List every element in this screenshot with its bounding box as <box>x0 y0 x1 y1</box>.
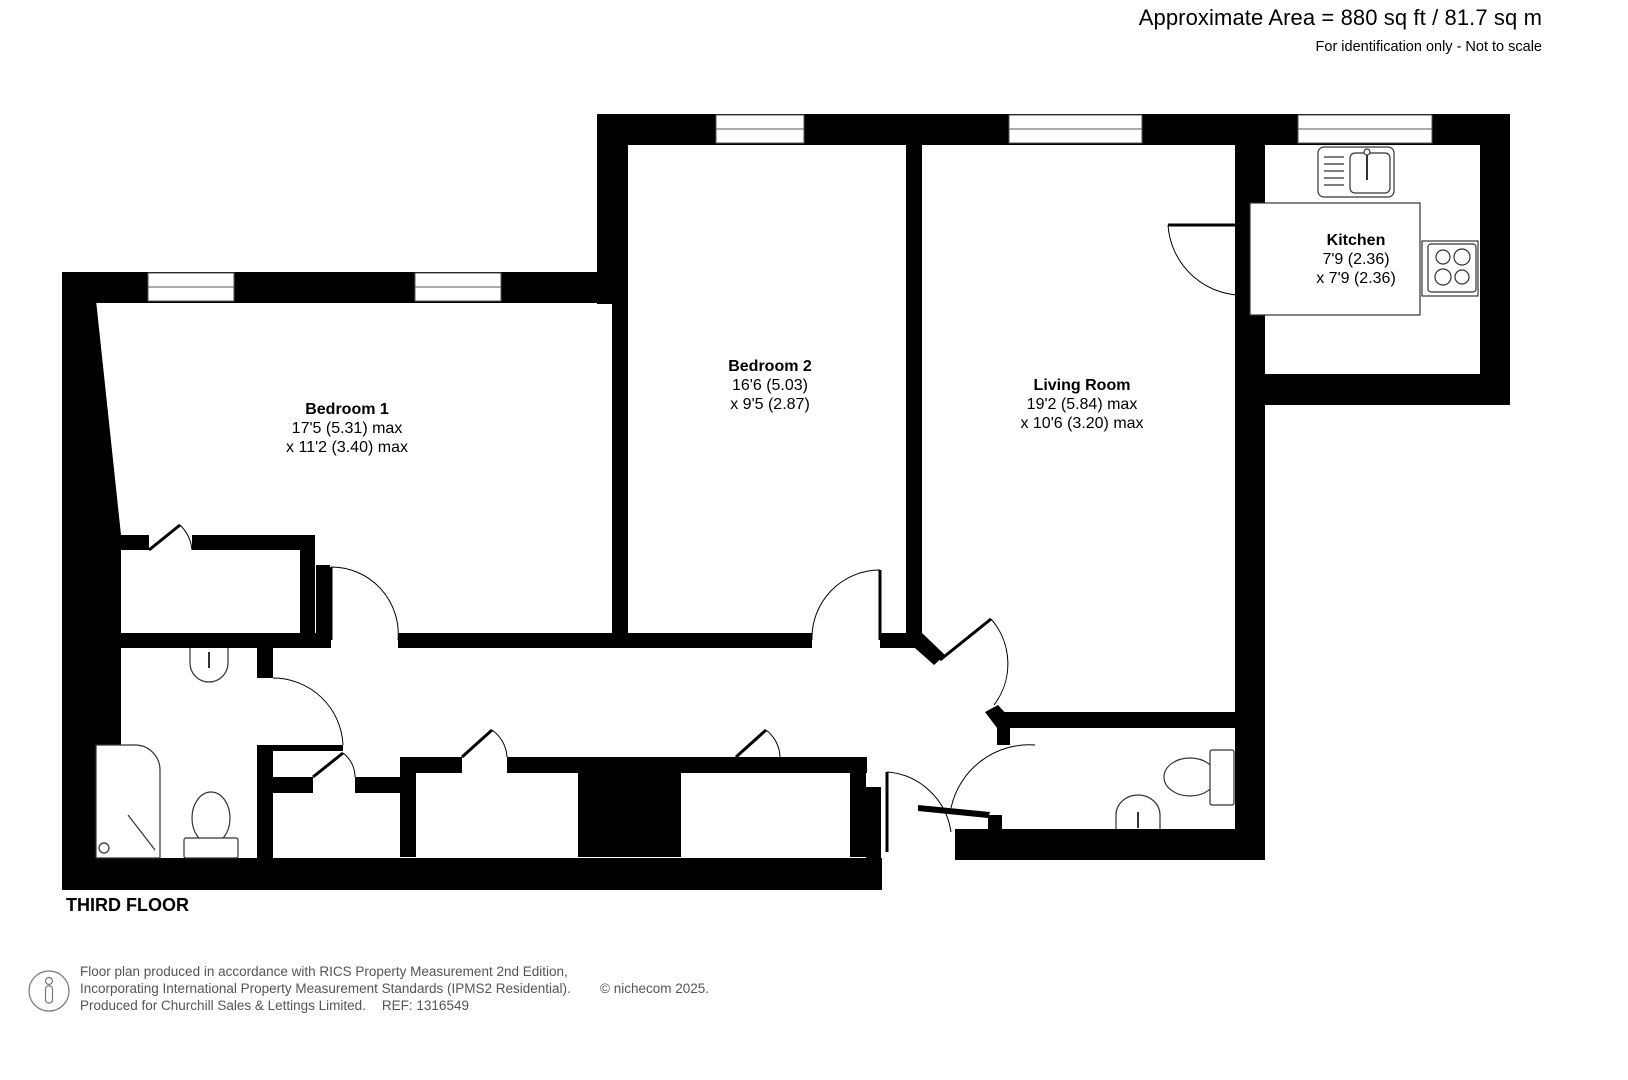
toilet-icon <box>1163 749 1235 806</box>
floor-label: THIRD FLOOR <box>66 895 189 915</box>
room-name: Bedroom 1 <box>305 401 389 418</box>
person-figure-icon <box>28 970 70 1012</box>
footer-ref: REF: 1316549 <box>381 998 469 1013</box>
room-dimension: 16'6 (5.03) <box>731 377 808 394</box>
room-living-room: Living Room 19'2 (5.84) max x 10'6 (3.20… <box>1020 376 1143 433</box>
approximate-area: Approximate Area = 880 sq ft / 81.7 sq m <box>1138 5 1542 30</box>
room-dimension: x 7'9 (2.36) <box>1316 270 1396 287</box>
footer-produced-for: Produced for Churchill Sales & Lettings … <box>80 998 366 1013</box>
basin-icon <box>189 648 229 683</box>
room-dimension: 17'5 (5.31) max <box>291 420 403 437</box>
footer-notes: Floor plan produced in accordance with R… <box>80 963 709 1014</box>
room-name: Living Room <box>1033 377 1131 394</box>
room-name: Kitchen <box>1326 232 1386 249</box>
footer-line-1: Floor plan produced in accordance with R… <box>80 964 568 979</box>
window-icon <box>147 114 1433 302</box>
basin-icon <box>1115 794 1161 829</box>
room-bedroom-1: Bedroom 1 17'5 (5.31) max x 11'2 (3.40) … <box>286 400 408 457</box>
footer-line-2: Incorporating International Property Mea… <box>80 981 571 996</box>
room-name: Bedroom 2 <box>728 358 812 375</box>
kitchen-sink-icon <box>1317 146 1395 198</box>
toilet-icon <box>183 791 239 859</box>
door-swing-icon <box>148 223 1249 852</box>
room-kitchen: Kitchen 7'9 (2.36) x 7'9 (2.36) <box>1316 231 1396 288</box>
room-dimension: 19'2 (5.84) max <box>1026 396 1138 413</box>
scale-disclaimer: For identification only - Not to scale <box>1315 39 1542 55</box>
hob-icon <box>1421 240 1479 297</box>
footer-copyright: © nichecom 2025. <box>600 981 710 996</box>
room-bedroom-2: Bedroom 2 16'6 (5.03) x 9'5 (2.87) <box>728 357 812 414</box>
shower-tray-icon <box>95 744 161 859</box>
footer-line-3: Produced for Churchill Sales & Lettings … <box>80 997 571 1014</box>
kitchen-units <box>1249 146 1479 316</box>
room-dimension: 7'9 (2.36) <box>1322 251 1390 268</box>
room-dimension: x 10'6 (3.20) max <box>1020 415 1144 432</box>
room-dimension: x 9'5 (2.87) <box>730 396 810 413</box>
room-dimension: x 11'2 (3.40) max <box>286 439 408 456</box>
